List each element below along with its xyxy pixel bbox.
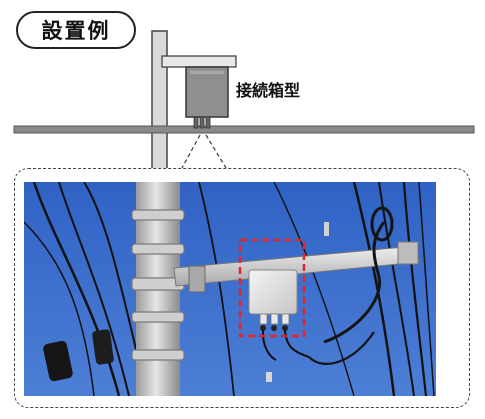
photo-junction-box [248, 269, 310, 361]
highlight-rectangle [238, 238, 306, 338]
utility-pole [151, 30, 168, 172]
overhead-line [13, 125, 475, 134]
callout-line-left [181, 134, 201, 169]
photo-illustration [24, 182, 436, 396]
mounting-bracket [161, 55, 237, 68]
cable-loop [323, 221, 386, 344]
left-equipment [43, 340, 73, 382]
junction-box-icon [185, 66, 229, 118]
page-title: 設置例 [16, 11, 136, 49]
callout-line-right [205, 134, 227, 169]
junction-box-label: 接続箱型 [236, 81, 301, 100]
cross-arm [173, 241, 420, 293]
installation-photo [24, 182, 436, 396]
